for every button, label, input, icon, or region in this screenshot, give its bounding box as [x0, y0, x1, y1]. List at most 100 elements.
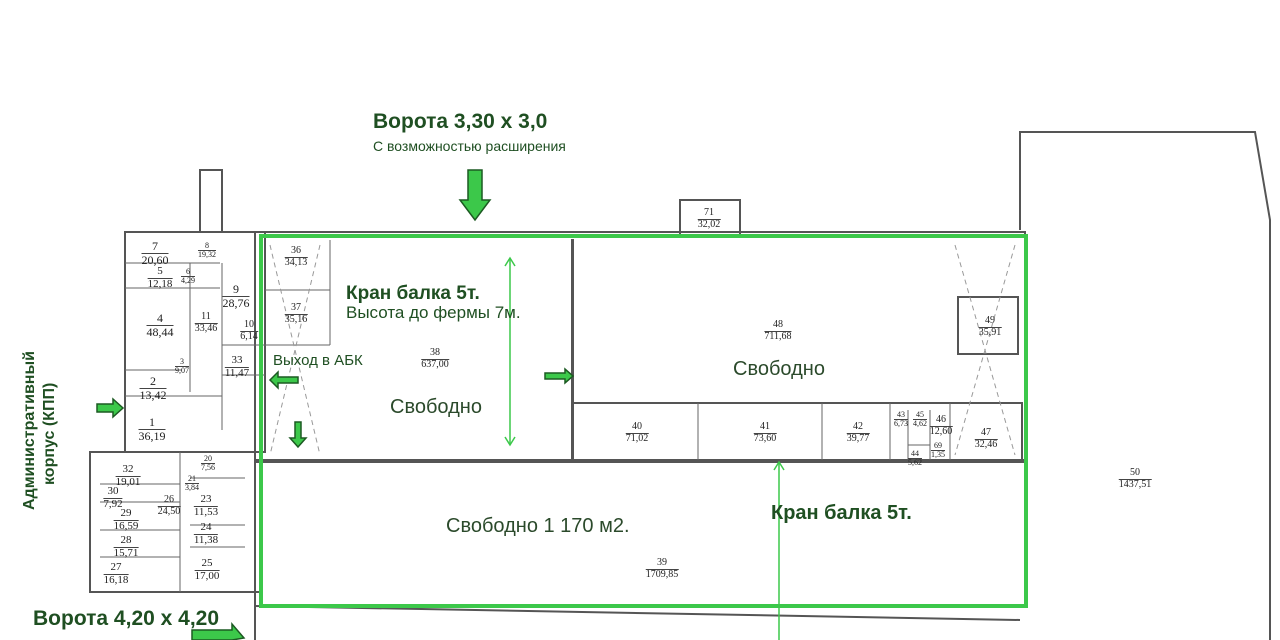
room-area: 24,50: [157, 505, 181, 517]
room-area: 19,32: [198, 250, 216, 260]
exit-arrow-left-icon: [268, 370, 299, 390]
room-area: 7,56: [201, 463, 215, 473]
room-area: 11,47: [224, 366, 250, 379]
room-area: 32,02: [697, 218, 721, 230]
room-number: 33: [224, 354, 250, 368]
admin-line-2: корпус (КПП): [41, 382, 58, 485]
room-area: 11,38: [193, 533, 219, 546]
room-area: 4,62: [913, 419, 927, 429]
room-number: 69: [931, 441, 945, 452]
room-number: 3: [175, 357, 189, 368]
room-area: 13,42: [139, 387, 167, 402]
room-area: 6,73: [894, 419, 908, 429]
room-number: 20: [201, 454, 215, 465]
room-area: 36,19: [138, 428, 166, 443]
room-number: 39: [645, 557, 679, 570]
room-number: 26: [157, 494, 181, 507]
room-area: 19,01: [115, 475, 141, 488]
room-number: 9: [222, 283, 250, 297]
room-area: 34,13: [284, 256, 308, 268]
room-number: 23: [193, 493, 219, 507]
room-area: 28,76: [222, 295, 250, 310]
room-area: 33,46: [194, 322, 218, 334]
room-area: 6,14: [240, 330, 258, 342]
room-number: 2: [139, 375, 167, 389]
room-number: 7: [141, 240, 169, 254]
room-area: 637,00: [421, 358, 449, 370]
room-area: 12,18: [147, 277, 173, 290]
room-area: 11,53: [193, 505, 219, 518]
room-number: 6: [181, 267, 195, 278]
arrow-down-icon: [288, 421, 308, 449]
room-number: 40: [625, 421, 649, 434]
free-label-39: Свободно 1 170 м2.: [446, 515, 630, 537]
room-area: 7,92: [103, 497, 123, 510]
room-area: 35,16: [284, 313, 308, 325]
room-area: 1709,85: [645, 568, 679, 580]
room-number: 47: [974, 427, 998, 440]
room-number: 29: [113, 507, 139, 521]
room-area: 71,02: [625, 432, 649, 444]
room-number: 37: [284, 302, 308, 315]
room-area: 9,07: [175, 366, 189, 376]
room-number: 1: [138, 416, 166, 430]
free-label-38: Свободно: [390, 396, 482, 418]
room-number: 49: [978, 315, 1002, 328]
room-area: 3,84: [185, 483, 199, 493]
room-number: 71: [697, 207, 721, 220]
highlighted-area-border: [259, 234, 1028, 608]
room-number: 21: [185, 474, 199, 485]
arrow-right-icon: [544, 367, 575, 385]
gate-top-sublabel: С возможностью расширения: [373, 138, 566, 154]
room-number: 10: [240, 319, 258, 332]
room-number: 11: [194, 311, 218, 324]
gate-arrow-down-icon: [458, 169, 492, 222]
room-area: 1437,51: [1118, 478, 1152, 490]
room-number: 25: [194, 557, 220, 571]
room-number: 30: [103, 485, 123, 499]
free-label-48: Свободно: [733, 358, 825, 380]
room-number: 28: [113, 534, 139, 548]
room-area: 1,35: [931, 450, 945, 460]
exit-abk-label: Выход в АБК: [273, 352, 363, 369]
room-number: 36: [284, 245, 308, 258]
room-area: 4,29: [181, 276, 195, 286]
room-area: 73,60: [753, 432, 777, 444]
room-area: 39,77: [846, 432, 870, 444]
crane-label-1: Кран балка 5т.: [346, 283, 480, 304]
room-number: 48: [764, 319, 792, 332]
room-area: 17,00: [194, 569, 220, 582]
room-area: 16,18: [103, 573, 129, 586]
